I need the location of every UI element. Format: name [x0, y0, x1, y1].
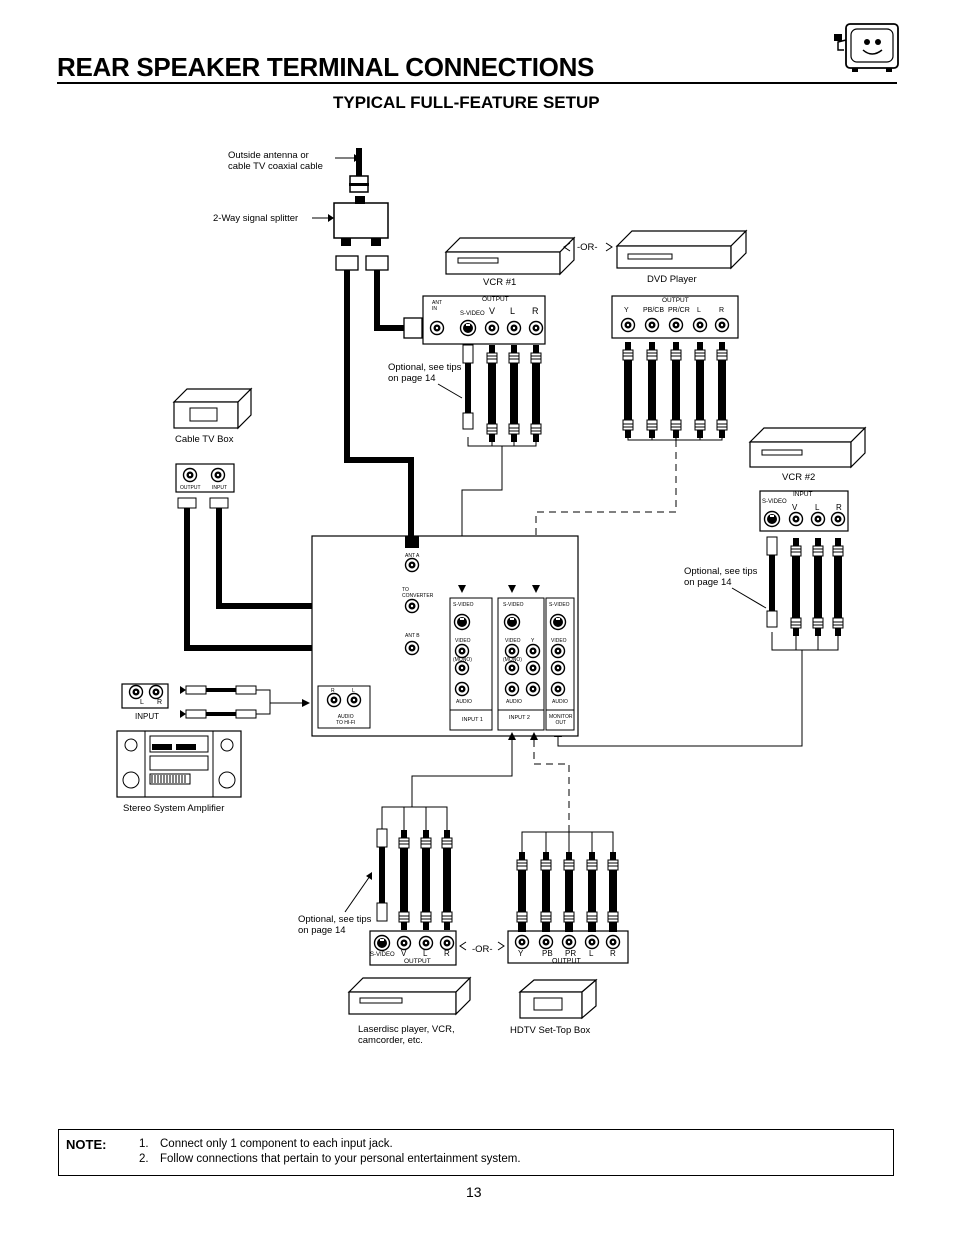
stereo-r-label: R — [157, 699, 163, 706]
vcr1-v-label: V — [489, 306, 496, 316]
vcr1-svideo-label: S-VIDEO — [460, 311, 485, 317]
dvd-pr-label: PR/CR — [668, 307, 690, 314]
vcr1-output-label: OUTPUT — [482, 296, 509, 303]
cable-box-output-label: OUTPUT — [180, 485, 201, 491]
dvd-r-label: R — [719, 307, 725, 314]
vcr1-r-label: R — [532, 306, 539, 316]
input1-svideo-label: S-VIDEO — [453, 602, 474, 608]
section-subtitle: TYPICAL FULL-FEATURE SETUP — [333, 93, 600, 112]
note-item-2-text: Follow connections that pertain to your … — [160, 1153, 521, 1165]
monitor-video-label: VIDEO — [551, 638, 567, 644]
vcr2-device — [748, 426, 867, 469]
stereo-input-label: INPUT — [135, 712, 159, 721]
vcr1-output-panel — [422, 295, 546, 345]
hdtv-pb-label: PB — [542, 949, 553, 958]
tv-mascot-icon — [834, 23, 899, 72]
monitor-svideo-label: S-VIDEO — [549, 602, 570, 608]
stereo-label: Stereo System Amplifier — [123, 803, 225, 814]
vcr2-input-label: INPUT — [793, 491, 813, 498]
laserdisc-label: Laserdisc player, VCR,camcorder, etc. — [358, 1024, 455, 1046]
input2-svideo-label: S-VIDEO — [503, 602, 524, 608]
vcr1-l-label: L — [510, 306, 516, 316]
dvd-cables — [535, 341, 728, 585]
note-item-1-num: 1. — [139, 1138, 149, 1150]
dvd-device — [615, 229, 748, 270]
note-item-1-text: Connect only 1 component to each input j… — [160, 1138, 393, 1150]
vcr1-device — [444, 236, 576, 276]
ld-r-label: R — [444, 949, 450, 958]
hifi-l-label: L — [352, 688, 355, 694]
dvd-l-label: L — [697, 307, 701, 314]
input2-video-label: VIDEO — [505, 638, 521, 644]
hdtv-y-label: Y — [518, 949, 524, 958]
input2-mono-label: (MONO) — [503, 657, 522, 663]
vcr2-v-label: V — [792, 503, 798, 512]
ld-svideo-label: S-VIDEO — [370, 952, 395, 958]
or-label-top: -OR- — [577, 242, 598, 253]
input1-video-label: VIDEO — [455, 638, 471, 644]
antenna-cable — [335, 148, 369, 193]
input1-label: INPUT 1 — [462, 717, 483, 723]
note-item-2-num: 2. — [139, 1153, 149, 1165]
page-title: REAR SPEAKER TERMINAL CONNECTIONS — [57, 52, 595, 82]
dvd-output-label: OUTPUT — [662, 297, 689, 304]
dvd-label: DVD Player — [647, 274, 697, 285]
splitter-label: 2-Way signal splitter — [213, 213, 299, 224]
vcr2-r-label: R — [836, 503, 842, 512]
hdtv-r-label: R — [610, 949, 616, 958]
ld-output-label: OUTPUT — [404, 958, 431, 965]
hdtv-label: HDTV Set-Top Box — [510, 1025, 591, 1036]
input1-mono-label: (MONO) — [453, 657, 472, 663]
hdtv-device — [518, 978, 598, 1020]
vcr1-label: VCR #1 — [483, 277, 517, 288]
vcr2-l-label: L — [815, 503, 820, 512]
page-number: 13 — [466, 1184, 482, 1200]
hdtv-l-label: L — [589, 949, 594, 958]
note-box — [58, 1129, 894, 1176]
laserdisc-cables — [344, 732, 516, 931]
input1-audio-label: AUDIO — [456, 699, 472, 705]
dvd-pb-label: PB/CB — [643, 307, 665, 314]
ld-l-label: L — [423, 949, 428, 958]
cable-box-label: Cable TV Box — [175, 434, 234, 445]
vcr2-svideo-label: S-VIDEO — [762, 499, 787, 505]
or-label-bottom: -OR- — [472, 944, 493, 955]
dvd-y-label: Y — [624, 307, 629, 314]
note-label: NOTE: — [66, 1137, 107, 1152]
stereo-amplifier — [116, 730, 242, 798]
ld-v-label: V — [401, 949, 407, 958]
input2-y-label: Y — [531, 638, 535, 644]
laserdisc-device — [347, 976, 472, 1016]
vcr2-cables — [554, 536, 844, 747]
title-rule — [57, 82, 897, 84]
hdtv-output-label: OUTPUT — [552, 958, 581, 965]
input2-audio-label: AUDIO — [506, 699, 522, 705]
signal-splitter — [312, 196, 389, 271]
hdtv-pr-label: PR — [565, 949, 577, 958]
hifi-r-label: R — [331, 688, 335, 694]
input2-label: INPUT 2 — [509, 715, 530, 721]
cable-box-device — [172, 387, 253, 430]
vcr2-label: VCR #2 — [782, 472, 816, 483]
monitor-audio-label: AUDIO — [552, 699, 568, 705]
hdtv-cables — [516, 732, 619, 932]
ant-b-label: ANT B — [405, 633, 420, 639]
cable-box-input-label: INPUT — [212, 485, 227, 491]
stereo-l-label: L — [140, 699, 144, 706]
ant-a-label: ANT A — [405, 553, 420, 559]
